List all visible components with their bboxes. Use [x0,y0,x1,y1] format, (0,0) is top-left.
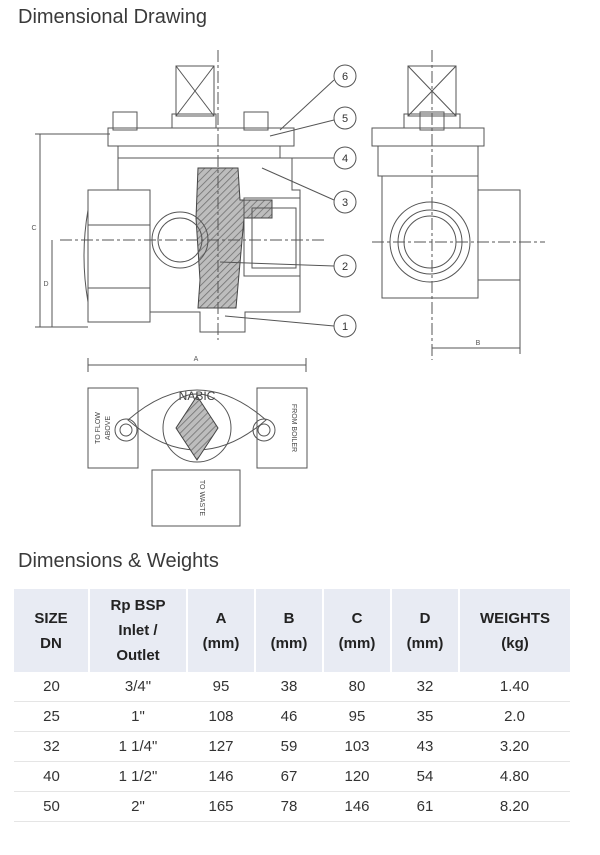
plan-to-waste-text: TO WASTE [198,480,205,517]
dim-label-d: D [43,281,48,288]
plan-brand-text: NABIC [179,389,216,403]
cell-size: 25 [14,701,89,732]
cell-size: 40 [14,761,89,792]
dim-label-b: B [476,340,481,347]
cell-weight: 2.0 [459,701,570,732]
header-weights: WEIGHTS(kg) [459,589,570,672]
cell-a: 95 [187,672,255,702]
cell-d: 54 [391,761,459,792]
cell-c: 146 [323,791,391,822]
cell-d: 32 [391,672,459,702]
cell-d: 35 [391,701,459,732]
cell-d: 61 [391,791,459,822]
cell-rp-bsp: 3/4" [89,672,187,702]
cell-weight: 1.40 [459,672,570,702]
table-heading: Dimensions & Weights [18,550,219,572]
header-c: C(mm) [323,589,392,672]
plan-from-boiler-text: FROM BOILER [290,404,297,452]
cell-rp-bsp: 1 1/4" [89,731,187,762]
cell-d: 43 [391,731,459,762]
cell-a: 165 [187,791,255,822]
callout-4: 4 [342,153,348,165]
plan-above-text: ABOVE [105,416,112,440]
dimensional-drawing: 6 5 4 3 2 1 C D A B NABIC TO FLOW ABOVE … [31,50,545,527]
callouts [219,64,357,338]
header-b: B(mm) [255,589,324,672]
side-elevation [371,50,545,360]
cell-a: 108 [187,701,255,732]
cell-weight: 8.20 [459,791,570,822]
table-row: 32 1 1/4" 127 59 103 43 3.20 [14,731,570,762]
cell-a: 146 [187,761,255,792]
header-a: A(mm) [187,589,256,672]
callout-6: 6 [342,71,348,83]
dim-label-a: A [194,356,199,363]
cell-b: 46 [255,701,323,732]
cell-b: 78 [255,791,323,822]
cell-c: 120 [323,761,391,792]
header-d: D(mm) [391,589,460,672]
table-row: 20 3/4" 95 38 80 32 1.40 [14,672,570,702]
cell-rp-bsp: 2" [89,791,187,822]
cell-size: 32 [14,731,89,762]
callout-2: 2 [342,261,348,273]
callout-1: 1 [342,321,348,333]
cell-b: 67 [255,761,323,792]
cell-a: 127 [187,731,255,762]
cell-c: 103 [323,731,391,762]
callout-3: 3 [342,197,348,209]
cell-weight: 3.20 [459,731,570,762]
cell-rp-bsp: 1 1/2" [89,761,187,792]
plan-view [87,358,308,527]
cell-rp-bsp: 1" [89,701,187,732]
drawing-heading: Dimensional Drawing [18,6,207,28]
front-elevation [35,50,325,340]
table-row: 50 2" 165 78 146 61 8.20 [14,791,570,822]
cell-c: 80 [323,672,391,702]
plan-to-flow-text: TO FLOW [95,412,102,444]
cell-weight: 4.80 [459,761,570,792]
table-row: 25 1" 108 46 95 35 2.0 [14,701,570,732]
cell-b: 59 [255,731,323,762]
cell-b: 38 [255,672,323,702]
cell-size: 50 [14,791,89,822]
dim-label-c: C [31,225,36,232]
cell-size: 20 [14,672,89,702]
table-row: 40 1 1/2" 146 67 120 54 4.80 [14,761,570,792]
callout-5: 5 [342,113,348,125]
cell-c: 95 [323,701,391,732]
